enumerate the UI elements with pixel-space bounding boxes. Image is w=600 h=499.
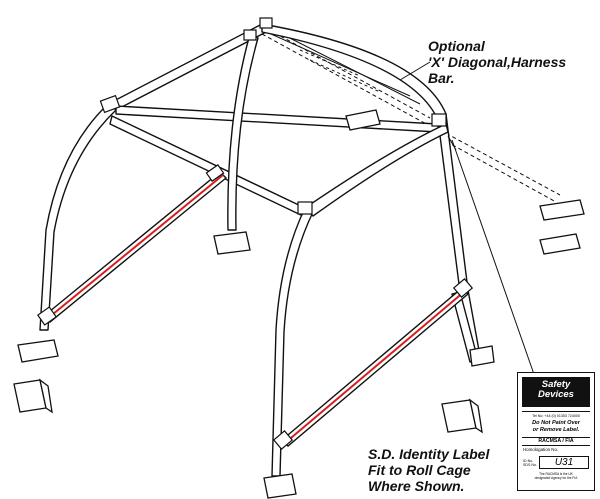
label-id-caption: ID No. SDS No. — [523, 458, 537, 467]
door-bar-right — [280, 287, 470, 447]
optional-x-diagonal-bar — [261, 25, 561, 203]
loose-mounting-brackets — [13, 199, 585, 434]
label-id-row: ID No. SDS No. U31 — [523, 456, 589, 469]
brand-logo: Safety Devices — [522, 377, 590, 407]
callout-line: Optional — [428, 38, 485, 54]
callout-line: 'X' Diagonal,Harness — [428, 54, 567, 70]
identity-label-card: Safety Devices Tel No: +44 (0) 01353 724… — [517, 372, 595, 491]
label-homologation: Homologation No. — [523, 447, 559, 452]
label-leader-line — [447, 135, 537, 381]
callout-line: Where Shown. — [368, 478, 465, 494]
label-phone: Tel No: +44 (0) 01353 724000 — [532, 414, 580, 418]
optional-bar-leader-line — [399, 61, 431, 81]
optional-bar-callout: Optional 'X' Diagonal,Harness Bar. — [428, 38, 566, 86]
label-organization: RACMSA / FIA — [522, 437, 590, 446]
label-id-value: U31 — [539, 456, 589, 469]
main-hoop — [39, 23, 481, 477]
door-bar-left — [42, 171, 228, 323]
cage-foot-plates — [17, 109, 495, 499]
callout-line: S.D. Identity Label — [368, 446, 490, 462]
identity-label-callout: S.D. Identity Label Fit to Roll Cage Whe… — [368, 446, 489, 494]
tube-clamps — [36, 17, 474, 450]
callout-line: Bar. — [428, 70, 455, 86]
brand-divider — [522, 407, 590, 412]
label-footnote: The RACMSA is the UK designated Agency f… — [534, 472, 578, 480]
label-warning: Do Not Paint Over or Remove Label. — [532, 420, 580, 433]
callout-line: Fit to Roll Cage — [368, 462, 471, 478]
